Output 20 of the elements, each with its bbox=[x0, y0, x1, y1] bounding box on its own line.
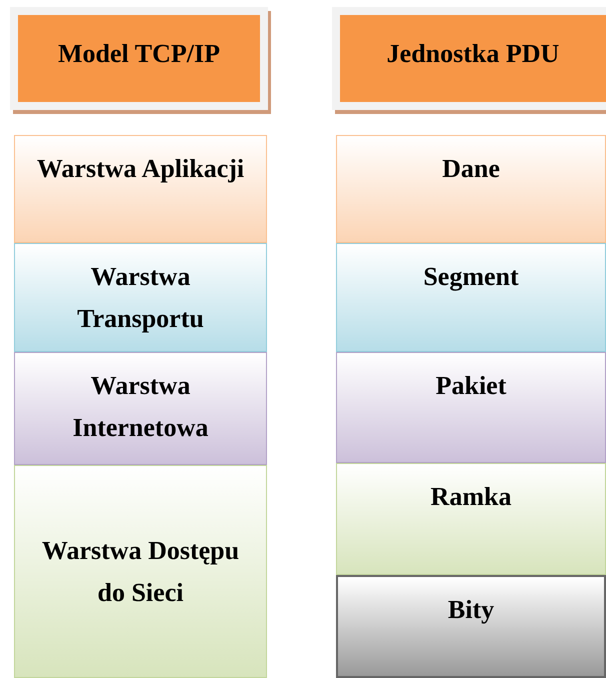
layer-label: Warstwa Aplikacji bbox=[36, 153, 244, 185]
layer-box bbox=[336, 463, 606, 575]
layer-label: Warstwa Dostępu do Sieci bbox=[40, 534, 240, 608]
layer-box bbox=[14, 465, 267, 678]
layer-box bbox=[14, 352, 267, 465]
layer-box bbox=[14, 135, 267, 243]
column-heading: Jednostka PDU bbox=[386, 38, 560, 70]
column-heading: Model TCP/IP bbox=[58, 38, 220, 70]
layer-box bbox=[14, 243, 267, 352]
layer-box bbox=[336, 243, 606, 352]
layer-label: Pakiet bbox=[436, 370, 506, 402]
layer-box bbox=[336, 575, 606, 678]
layer-label: Bity bbox=[448, 594, 494, 626]
layer-label: Segment bbox=[423, 261, 519, 293]
layer-label: Ramka bbox=[430, 481, 512, 513]
layer-box bbox=[336, 135, 606, 243]
layer-label: Warstwa Internetowa bbox=[72, 370, 210, 444]
layer-label: Dane bbox=[442, 153, 500, 185]
layer-box bbox=[336, 352, 606, 463]
layer-label: Warstwa Transportu bbox=[76, 261, 205, 335]
